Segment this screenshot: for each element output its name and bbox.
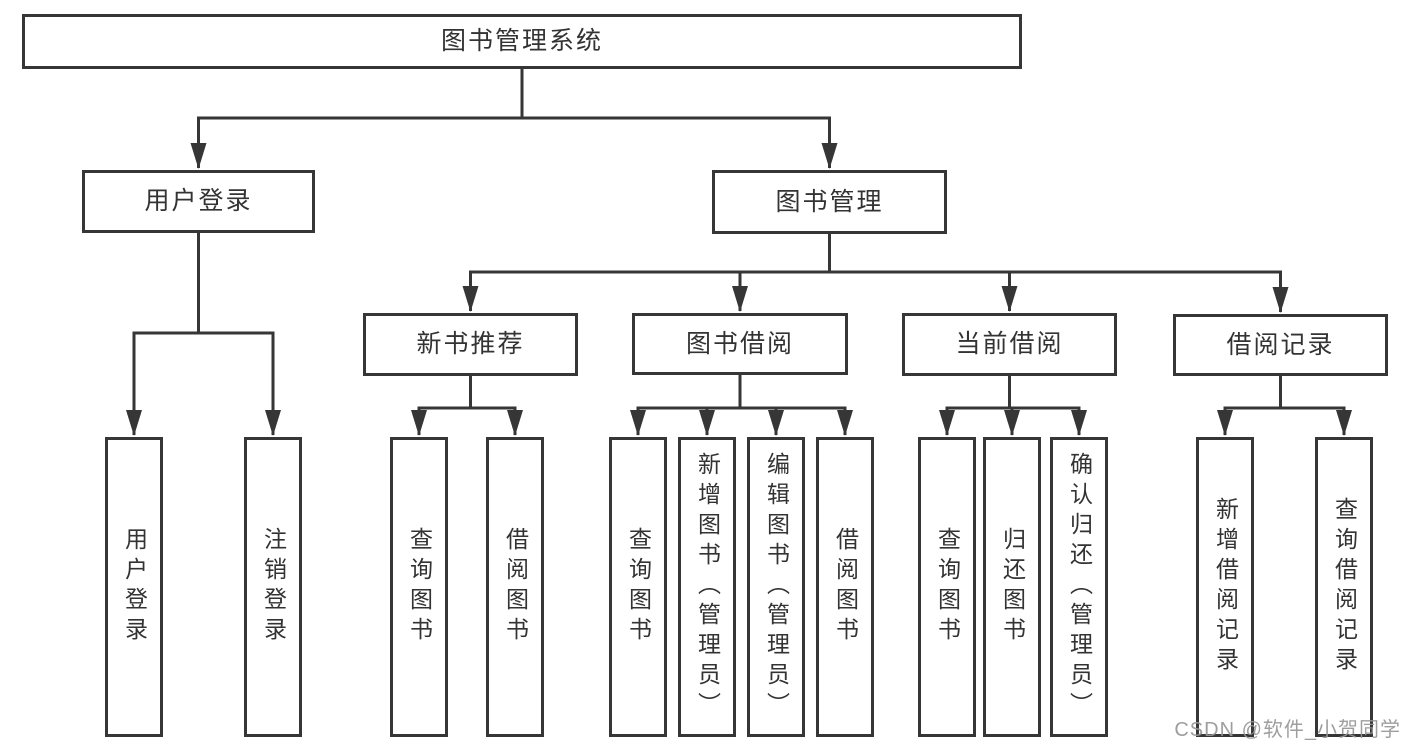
watermark: CSDN @软件_小贺同学: [1174, 719, 1401, 741]
node-book-mgmt: 图书管理: [712, 170, 947, 234]
node-bb-borrow-book: 借阅图书: [816, 437, 874, 737]
node-user-login: 用户登录: [82, 170, 315, 233]
node-ul-user-login: 用户登录: [105, 437, 163, 737]
node-br-query-record: 查询借阅记录: [1315, 437, 1373, 737]
node-borrow-records: 借阅记录: [1173, 314, 1388, 376]
node-book-borrow: 图书借阅: [632, 313, 848, 375]
node-cb-return-book: 归还图书: [983, 437, 1041, 737]
node-new-book-rec: 新书推荐: [363, 313, 578, 376]
node-current-borrow: 当前借阅: [902, 313, 1117, 376]
node-nbr-query-book: 查询图书: [390, 437, 448, 737]
node-bb-query-book: 查询图书: [609, 437, 667, 737]
node-cb-query-book: 查询图书: [918, 437, 976, 737]
node-root: 图书管理系统: [22, 14, 1022, 69]
node-bb-edit-book: 编辑图书（管理员）: [747, 437, 805, 737]
node-cb-confirm-return: 确认归还（管理员）: [1050, 437, 1108, 737]
node-bb-add-book: 新增图书（管理员）: [678, 437, 736, 737]
node-nbr-borrow-book: 借阅图书: [486, 437, 544, 737]
node-br-add-record: 新增借阅记录: [1196, 437, 1254, 737]
node-ul-logout: 注销登录: [244, 437, 302, 737]
